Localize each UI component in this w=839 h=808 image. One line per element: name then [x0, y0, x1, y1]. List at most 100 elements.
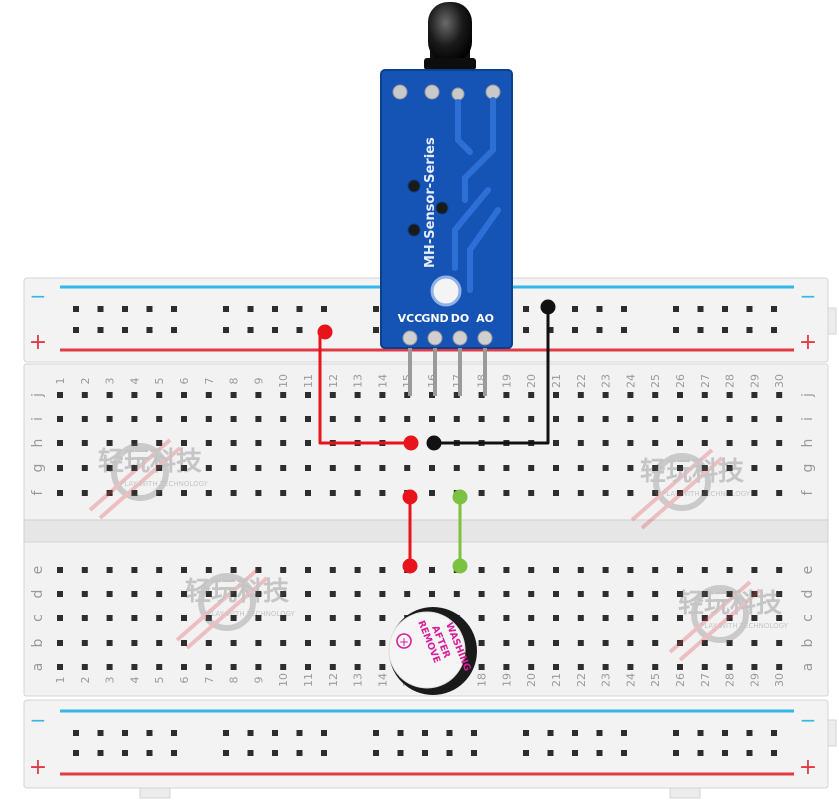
breadboard-hole — [751, 440, 758, 446]
breadboard-hole — [528, 490, 535, 496]
breadboard-hole — [57, 490, 63, 496]
breadboard-hole — [156, 416, 163, 422]
breadboard-hole — [57, 392, 63, 398]
wire-end-dot — [402, 489, 418, 505]
buzzer-plus-mark: + — [399, 635, 409, 649]
pcb-pad — [392, 84, 408, 100]
breadboard-hole — [429, 591, 435, 597]
breadboard-hole — [57, 465, 63, 471]
column-number: 25 — [649, 673, 662, 687]
breadboard-hole — [57, 440, 63, 446]
breadboard-hole — [131, 664, 138, 670]
column-number: 4 — [128, 677, 141, 684]
rail-hole — [722, 750, 728, 756]
jumper-wires — [317, 299, 556, 574]
breadboard-hole — [677, 615, 683, 621]
breadboard-hole — [751, 640, 758, 646]
watermark-stroke — [88, 438, 172, 512]
rail-hole — [746, 730, 753, 736]
column-number: 13 — [352, 673, 365, 687]
rail-hole — [746, 750, 753, 756]
breadboard-hole — [776, 615, 783, 621]
breadboard-hole — [627, 416, 634, 422]
column-number: 15 — [401, 374, 414, 388]
breadboard-hole — [354, 591, 361, 597]
breadboard-hole — [528, 664, 535, 670]
breadboard-hole — [677, 465, 683, 471]
row-letter: j — [30, 393, 46, 398]
rail-hole — [122, 750, 128, 756]
column-number: 14 — [376, 374, 389, 388]
breadboard-hole — [379, 490, 386, 496]
breadboard-hole — [181, 591, 187, 597]
pcb-via — [407, 179, 421, 193]
rail-hole — [523, 327, 529, 333]
breadboard-hole — [652, 465, 659, 471]
breadboard-hole — [280, 490, 287, 496]
breadboard-hole — [528, 640, 535, 646]
breadboard-hole — [329, 615, 336, 621]
breadboard-hole — [255, 416, 262, 422]
column-number: 20 — [525, 374, 538, 388]
rail-hole — [596, 306, 603, 312]
breadboard-hole — [205, 664, 212, 670]
breadboard-hole — [230, 591, 237, 597]
breadboard-hole — [528, 416, 535, 422]
breadboard-hole — [478, 465, 485, 471]
row-letter: f — [30, 489, 46, 495]
breadboard-hole — [230, 416, 237, 422]
breadboard-hole — [701, 465, 708, 471]
breadboard-hole — [181, 416, 187, 422]
breadboard-hole — [106, 664, 113, 670]
breadboard-hole — [776, 465, 783, 471]
breadboard-hole — [701, 490, 708, 496]
breadboard-hole — [181, 640, 187, 646]
rail-hole — [171, 730, 177, 736]
breadboard-hole — [106, 591, 113, 597]
breadboard-hole — [255, 465, 262, 471]
column-number: 5 — [153, 378, 166, 385]
breadboard-hole — [81, 416, 88, 422]
breadboard-hole — [602, 416, 609, 422]
breadboard-hole — [652, 567, 659, 573]
breadboard-hole — [81, 567, 88, 573]
column-number: 9 — [252, 677, 265, 684]
rail-hole — [247, 306, 254, 312]
sensor-pin-leg — [433, 348, 437, 396]
watermark-stroke — [98, 446, 182, 520]
rail-hole — [97, 306, 104, 312]
rail-hole — [621, 730, 627, 736]
breadboard-hole — [305, 440, 311, 446]
pcb-trace — [467, 207, 501, 293]
rail-hole — [171, 750, 177, 756]
breadboard-hole — [751, 392, 758, 398]
sensor-pin-leg — [458, 348, 462, 396]
breadboard-hole — [57, 615, 63, 621]
column-number: 29 — [748, 673, 761, 687]
breadboard-hole — [230, 392, 237, 398]
breadboard-hole — [701, 440, 708, 446]
breadboard-hole — [553, 440, 559, 446]
rail-hole — [523, 730, 529, 736]
breadboard-hole — [677, 664, 683, 670]
breadboard-hole — [230, 640, 237, 646]
breadboard-hole — [478, 416, 485, 422]
breadboard-hole — [305, 392, 311, 398]
breadboard-hole — [131, 440, 138, 446]
breadboard-hole — [677, 440, 683, 446]
pcb-trace — [455, 99, 473, 155]
column-number: 3 — [104, 677, 117, 684]
sensor-pin-leg — [408, 348, 412, 396]
rail-hole — [697, 750, 704, 756]
breadboard-hole — [156, 567, 163, 573]
column-number: 7 — [203, 378, 216, 385]
breadboard-hole — [652, 664, 659, 670]
rail-hole — [596, 730, 603, 736]
rail-hole — [73, 730, 79, 736]
bottom-clip — [139, 787, 171, 799]
breadboard-hole — [205, 490, 212, 496]
pcb-via — [435, 201, 449, 215]
breadboard-hole — [726, 440, 733, 446]
